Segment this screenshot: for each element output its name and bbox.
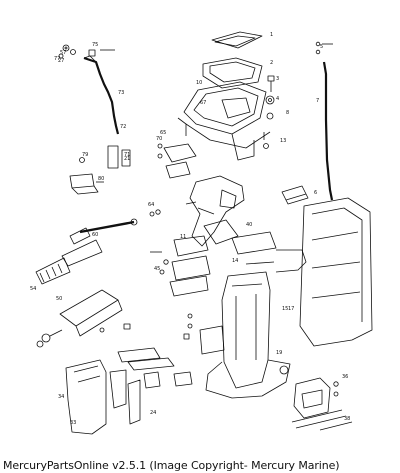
callout-label: 60 <box>92 232 98 238</box>
callout-label: 4 <box>276 96 279 102</box>
fastener-column <box>263 75 275 149</box>
callout-label: 11 <box>180 234 186 240</box>
exploded-parts-diagram: 1 2 3 4 5 6 7 8 10 11 13 14 15 17 19 21 … <box>30 31 373 435</box>
callout-label: 65 <box>160 130 166 136</box>
callout-label: 33 <box>70 420 76 426</box>
callout-label: 7 <box>316 98 319 104</box>
callout-label: 21 <box>124 156 130 162</box>
shift-rod-assembly <box>58 44 120 135</box>
callout-label: 40 <box>246 222 252 228</box>
callout-label: 38 <box>344 416 350 422</box>
small-hardware <box>99 313 225 355</box>
image-caption: MercuryPartsOnline v2.5.1 (Image Copyrig… <box>3 459 340 472</box>
callout-label: 19 <box>276 350 282 356</box>
bottom-right-bracket <box>291 377 353 431</box>
callout-label: 13 <box>280 138 286 144</box>
callout-label: 36 <box>342 374 348 380</box>
callout-label: 54 <box>30 286 36 292</box>
tilt-tube-assembly <box>35 209 161 285</box>
callout-label: 67 <box>200 100 206 106</box>
clamp-bracket <box>150 235 211 297</box>
callout-label: 27 <box>58 58 64 64</box>
callout-label: 45 <box>154 266 160 272</box>
lower-plates <box>117 347 193 389</box>
callout-label: 72 <box>120 124 126 130</box>
callout-label: 15 <box>282 306 288 312</box>
callout-label: 64 <box>148 202 154 208</box>
exhaust-tube <box>36 289 123 348</box>
callout-label: 2 <box>270 60 273 66</box>
callout-label: 24 <box>150 410 156 416</box>
callout-labels: 1 2 3 4 5 6 7 8 10 11 13 14 15 17 19 21 … <box>30 32 350 426</box>
long-rod <box>315 41 334 201</box>
callout-label: 73 <box>118 90 124 96</box>
callout-label: 1 <box>270 32 273 38</box>
top-cover-plates <box>177 31 271 161</box>
callout-label: 17 <box>288 306 294 312</box>
callout-label: 71 <box>124 152 130 158</box>
callout-label: 34 <box>58 394 64 400</box>
callout-label: 57 <box>60 50 66 56</box>
rubber-block <box>281 185 309 205</box>
callout-label: 75 <box>92 42 98 48</box>
callout-label: 50 <box>56 296 62 302</box>
lower-cover <box>65 359 141 435</box>
swivel-bracket <box>185 175 245 247</box>
callout-label: 77 <box>54 56 60 62</box>
callout-label: 6 <box>314 190 317 196</box>
driveshaft-housing <box>205 271 291 399</box>
left-brackets <box>69 145 131 195</box>
mount-plates <box>157 143 197 179</box>
callout-label: 10 <box>196 80 202 86</box>
callout-label: 5 <box>320 44 323 50</box>
callout-label: 79 <box>82 152 88 158</box>
callout-label: 3 <box>276 76 279 82</box>
callout-label: 70 <box>156 136 162 142</box>
callout-label: 14 <box>232 258 238 264</box>
callout-label: 8 <box>286 110 289 116</box>
loop-clip <box>231 231 307 273</box>
callout-label: 80 <box>98 176 104 182</box>
exhaust-shroud <box>299 197 373 347</box>
